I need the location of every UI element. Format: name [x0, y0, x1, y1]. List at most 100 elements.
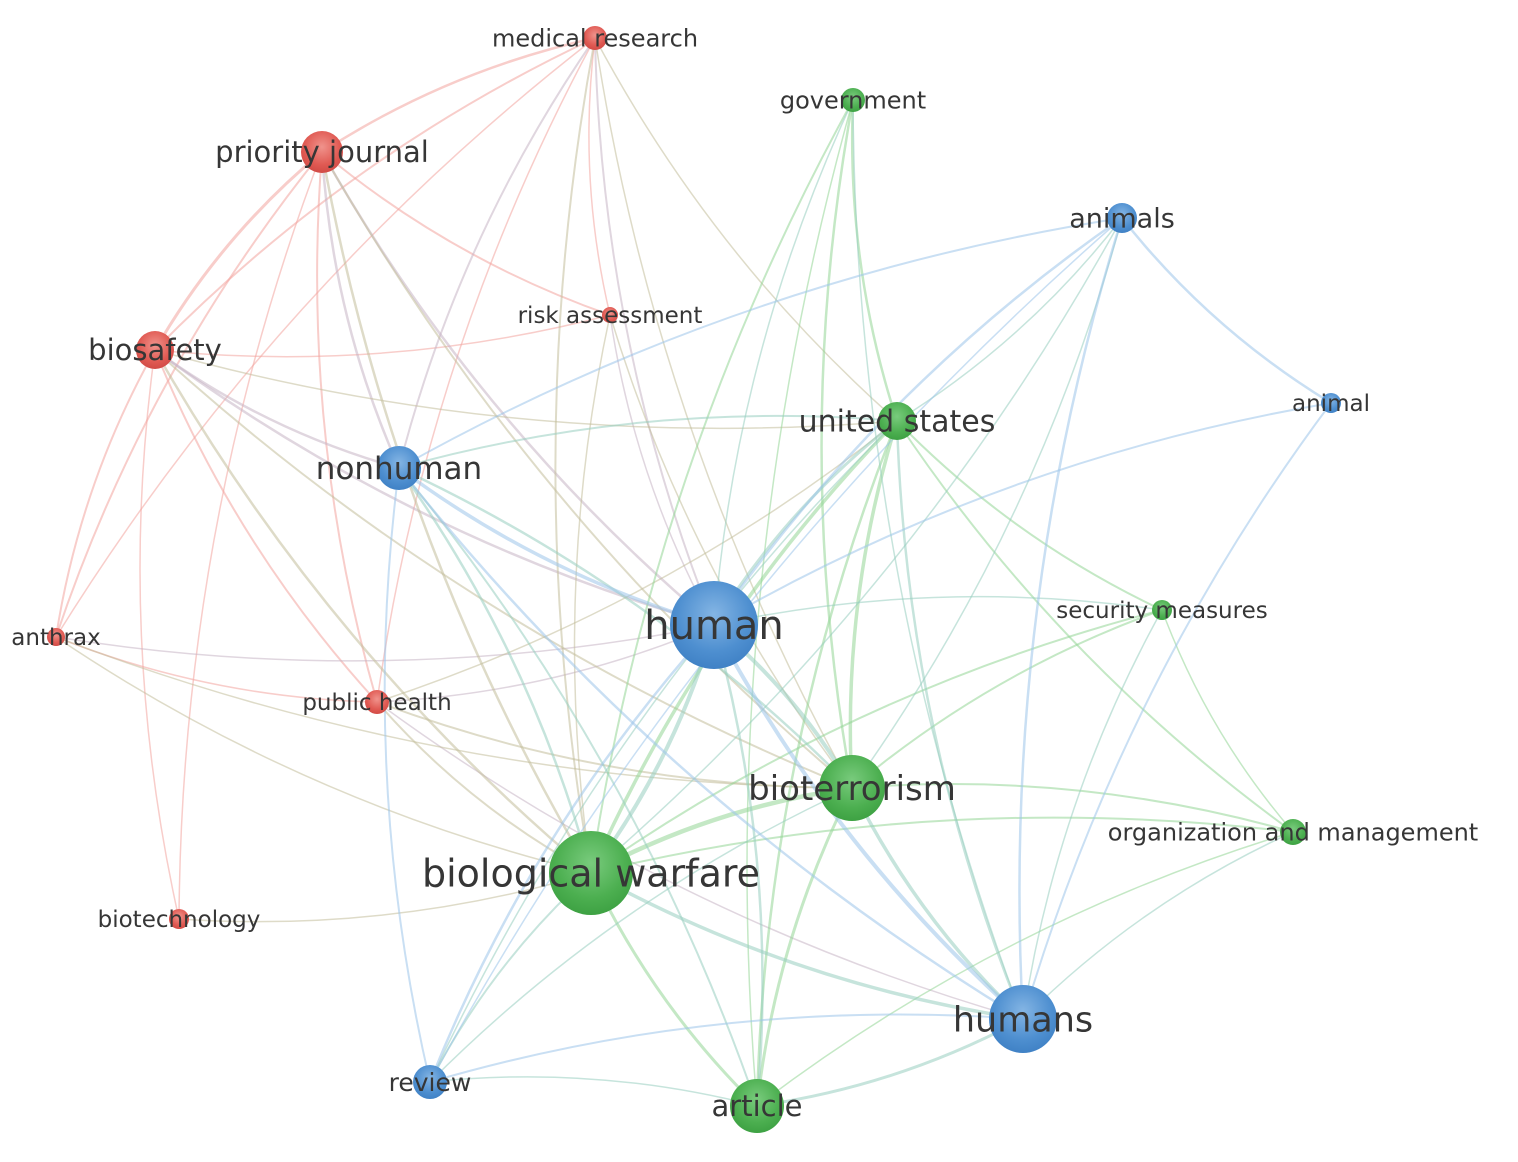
edge-government--humans: [852, 99, 1024, 1020]
node-human[interactable]: [670, 581, 758, 669]
label-risk-assessment[interactable]: risk assessment: [518, 303, 703, 329]
label-humans[interactable]: humans: [953, 1000, 1093, 1040]
label-animals[interactable]: animals: [1069, 203, 1175, 234]
edge-priority-journal--public-health: [316, 151, 378, 703]
node-bioterrorism[interactable]: [819, 755, 885, 821]
node-government[interactable]: [841, 88, 865, 112]
edge-medical-research--biological-warfare: [554, 37, 596, 874]
edge-priority-journal--risk-assessment: [321, 151, 611, 316]
edge-united-states--security-measures: [896, 420, 1163, 611]
edge-biosafety--human: [153, 348, 716, 627]
label-organization-and-management[interactable]: organization and management: [1108, 818, 1478, 846]
edge-government--united-states: [850, 98, 899, 423]
edge-nonhuman--human: [397, 466, 716, 627]
label-security-measures[interactable]: security measures: [1056, 598, 1267, 624]
label-public-health[interactable]: public health: [302, 690, 451, 716]
label-government[interactable]: government: [780, 86, 926, 114]
label-human[interactable]: human: [644, 603, 784, 649]
edge-medical-research--united-states: [594, 37, 898, 422]
label-animal[interactable]: animal: [1292, 391, 1370, 417]
label-nonhuman[interactable]: nonhuman: [316, 451, 482, 487]
edge-organization-and-management--article: [756, 831, 1294, 1107]
edge-biosafety--united-states: [154, 349, 898, 430]
edge-priority-journal--nonhuman: [320, 150, 401, 470]
edge-biotechnology--biological-warfare: [178, 872, 592, 923]
edge-organization-and-management--bioterrorism: [851, 783, 1294, 833]
label-anthrax[interactable]: anthrax: [11, 625, 100, 651]
node-review[interactable]: [413, 1065, 447, 1099]
node-humans[interactable]: [989, 985, 1057, 1053]
node-public-health[interactable]: [365, 690, 389, 714]
node-medical-research[interactable]: [583, 26, 607, 50]
edge-organization-and-management--humans: [1022, 831, 1294, 1020]
edge-priority-journal--biotechnology: [178, 151, 323, 920]
edge-human--review: [428, 623, 716, 1084]
edge-medical-research--risk-assessment: [588, 37, 611, 316]
node-biotechnology[interactable]: [169, 909, 189, 929]
edge-article--human: [712, 623, 764, 1108]
edge-biological-warfare--animals: [590, 217, 1123, 874]
label-article[interactable]: article: [712, 1089, 803, 1123]
edge-article--review: [429, 1076, 758, 1107]
edge-biological-warfare--nonhuman: [397, 466, 593, 875]
edge-government--human: [713, 99, 854, 626]
edge-security-measures--human: [713, 595, 1163, 626]
edge-biosafety--risk-assessment: [154, 314, 611, 358]
node-layer: [47, 26, 1341, 1133]
edge-bioterrorism--nonhuman: [397, 466, 854, 790]
edge-priority-journal--human: [320, 150, 716, 627]
label-medical-research[interactable]: medical research: [492, 24, 698, 52]
edge-united-states--nonhuman: [398, 414, 898, 469]
label-priority-journal[interactable]: priority journal: [215, 135, 429, 169]
node-nonhuman[interactable]: [377, 446, 421, 490]
node-anthrax[interactable]: [47, 628, 65, 646]
edge-priority-journal--biosafety: [153, 150, 324, 352]
edge-biological-warfare--article: [589, 871, 759, 1108]
edge-government--bioterrorism: [820, 98, 855, 790]
edge-government--biological-warfare: [590, 99, 854, 874]
node-organization-and-management[interactable]: [1280, 819, 1306, 845]
label-review[interactable]: review: [389, 1068, 472, 1097]
edge-security-measures--bioterrorism: [851, 609, 1163, 789]
edge-anthrax--biological-warfare: [55, 636, 592, 874]
edge-biosafety--bioterrorism: [154, 349, 853, 789]
edge-united-states--review: [429, 420, 898, 1083]
edge-human--humans: [712, 623, 1025, 1021]
node-priority-journal[interactable]: [301, 131, 343, 173]
edge-bioterrorism--review: [429, 787, 853, 1083]
label-bioterrorism[interactable]: bioterrorism: [748, 769, 956, 809]
edge-article--humans: [755, 1017, 1025, 1108]
edge-medical-research--bioterrorism: [594, 37, 853, 789]
edge-biosafety--anthrax: [55, 349, 156, 638]
edge-medical-research--anthrax: [55, 37, 596, 638]
edge-biological-warfare--humans: [589, 871, 1025, 1021]
edge-biosafety--biotechnology: [139, 349, 180, 920]
edge-medical-research--human: [594, 37, 715, 626]
node-article[interactable]: [730, 1079, 784, 1133]
edge-risk-assessment--bioterrorism: [609, 314, 853, 789]
node-security-measures[interactable]: [1152, 600, 1172, 620]
edge-animal--human: [713, 402, 1332, 626]
edge-public-health--human: [376, 624, 715, 703]
edge-medical-research--biosafety: [154, 37, 596, 351]
node-united-states[interactable]: [878, 402, 916, 440]
label-biological-warfare[interactable]: biological warfare: [422, 851, 760, 895]
node-risk-assessment[interactable]: [602, 307, 618, 323]
edge-priority-journal--biological-warfare: [320, 150, 593, 875]
edge-public-health--humans: [376, 701, 1024, 1020]
label-biosafety[interactable]: biosafety: [88, 333, 222, 367]
node-animal[interactable]: [1321, 393, 1341, 413]
node-biological-warfare[interactable]: [549, 831, 633, 915]
label-united-states[interactable]: united states: [799, 405, 996, 440]
edge-public-health--bioterrorism: [376, 701, 853, 789]
label-biotechnology[interactable]: biotechnology: [98, 907, 261, 933]
node-animals[interactable]: [1107, 203, 1137, 233]
edge-public-health--united-states: [376, 420, 898, 703]
edge-biosafety--biological-warfare: [153, 348, 593, 875]
node-biosafety[interactable]: [136, 331, 174, 369]
edge-united-states--organization-and-management: [896, 420, 1294, 833]
edge-nonhuman--humans: [397, 466, 1025, 1021]
edge-animal--humans: [1022, 402, 1332, 1020]
